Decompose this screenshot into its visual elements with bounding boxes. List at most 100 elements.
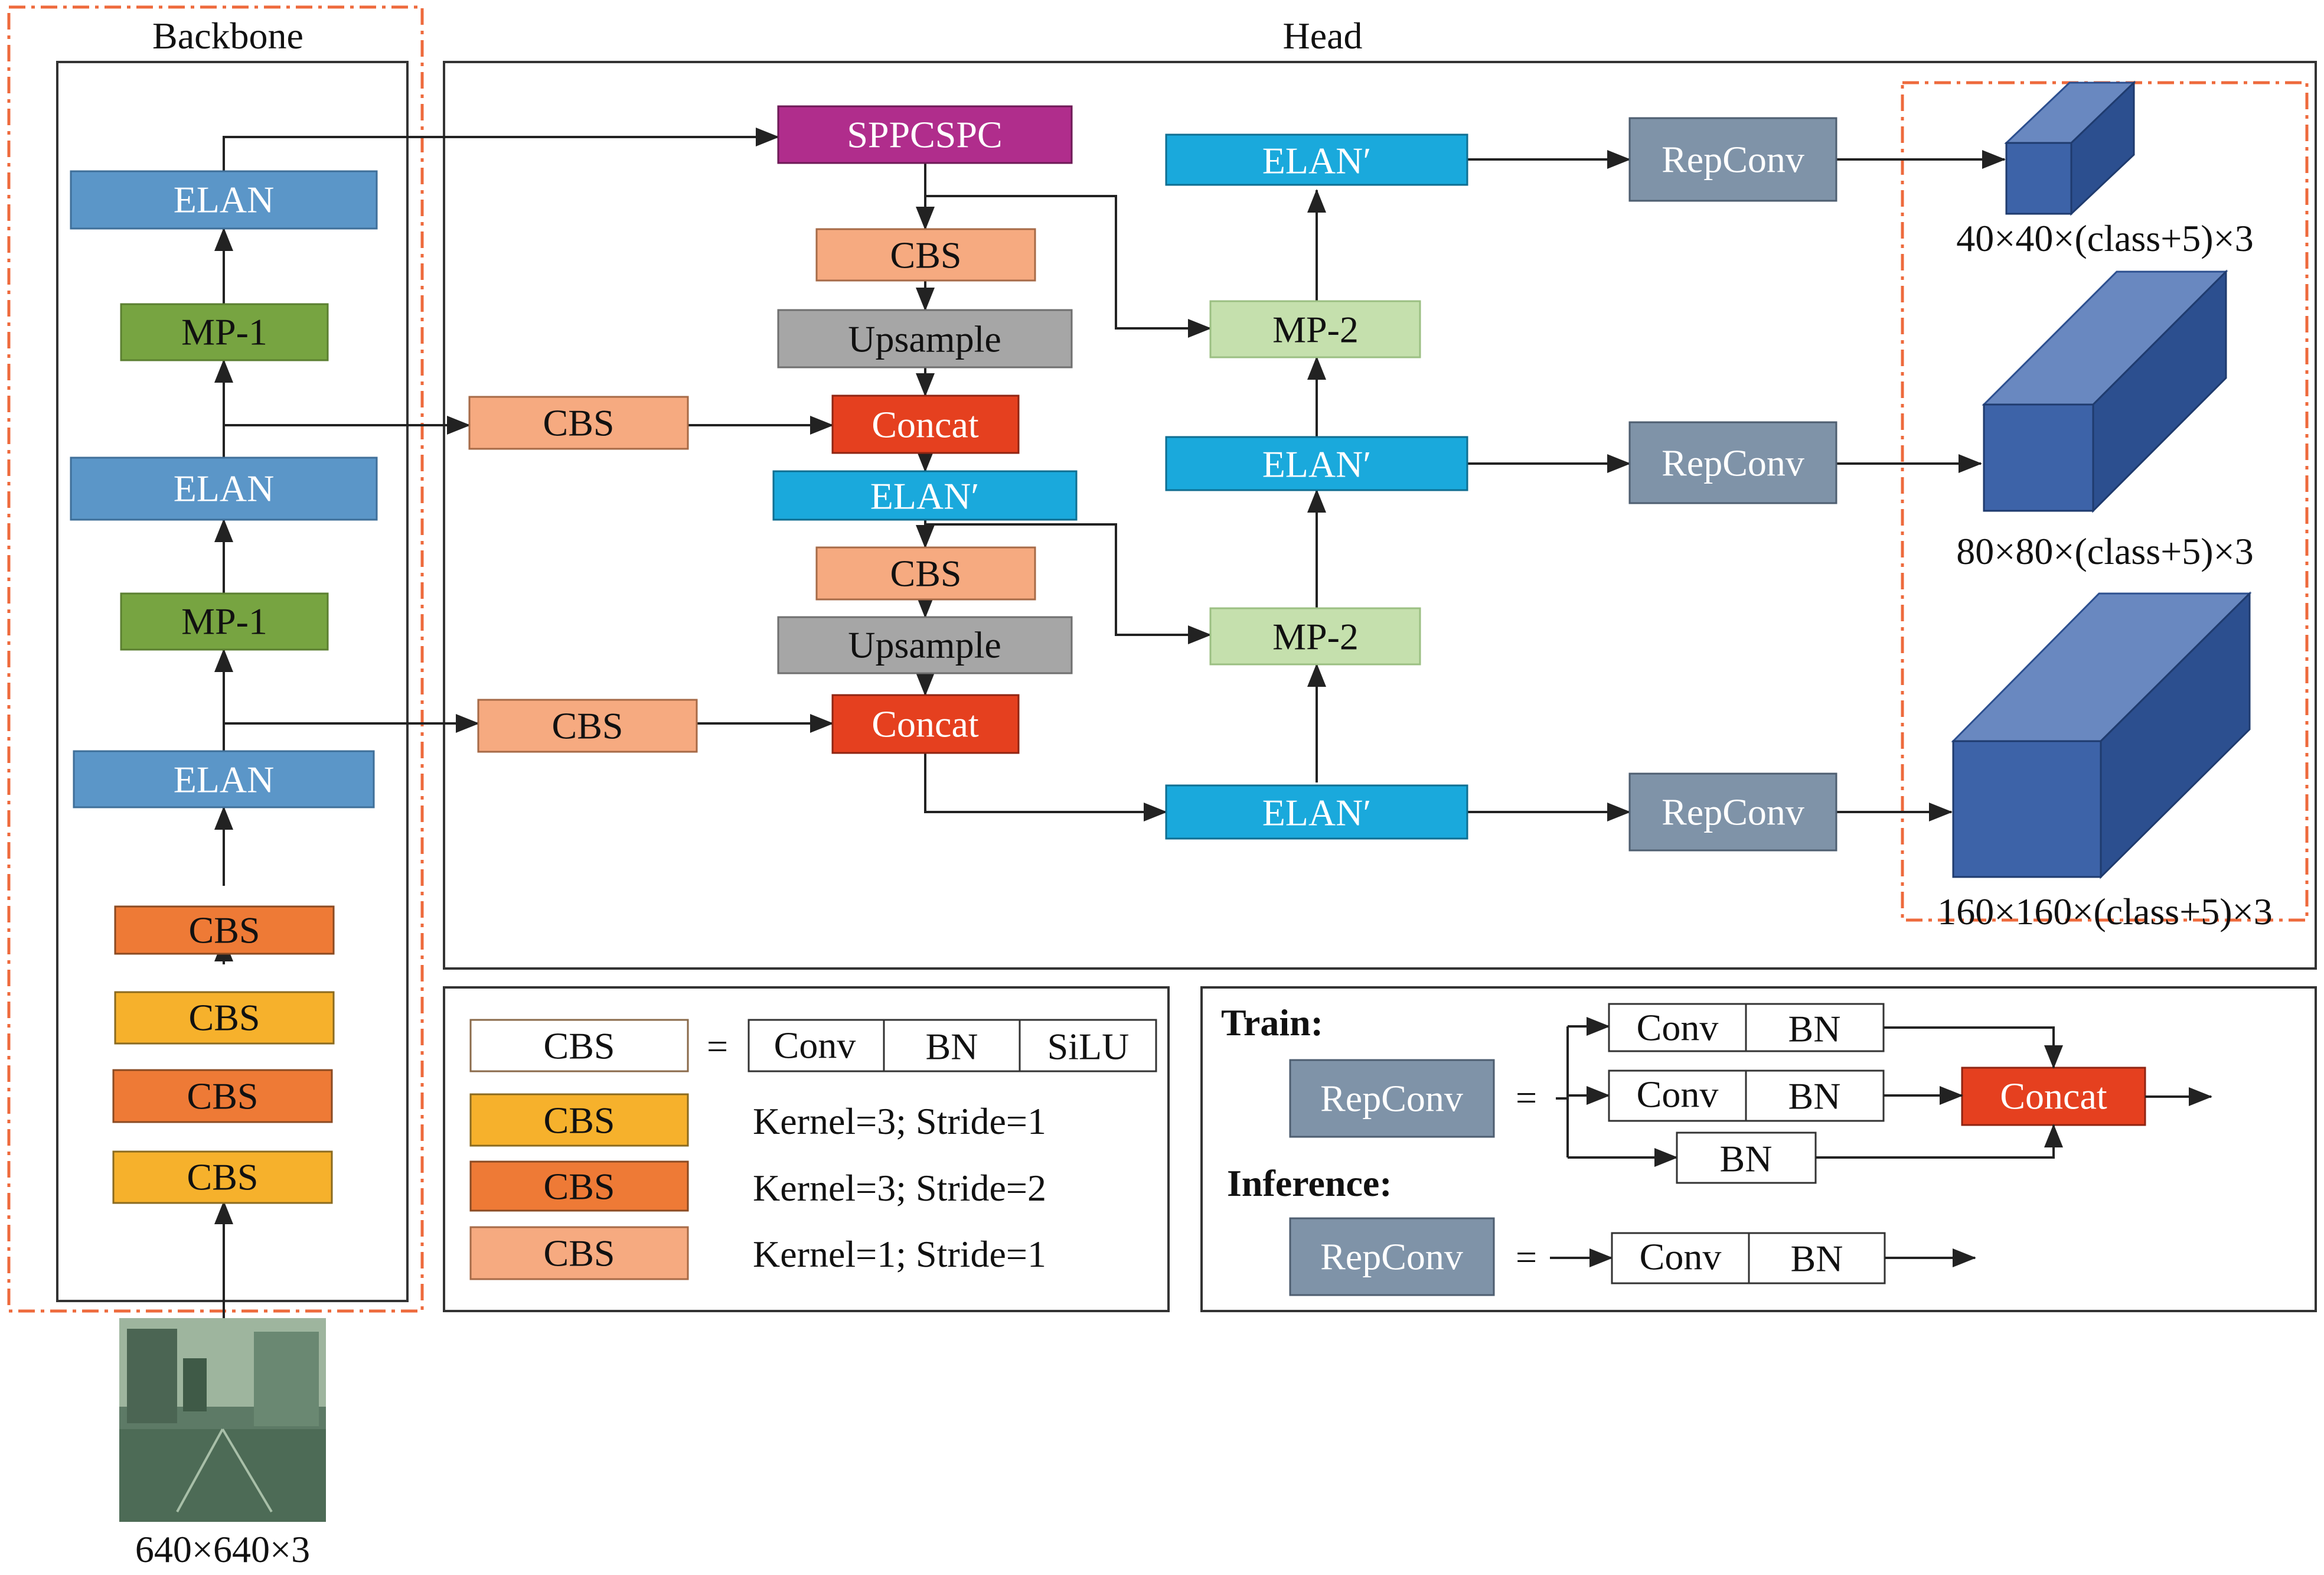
svg-text:CBS: CBS [544,1232,615,1274]
legend-train-equals: = [1516,1077,1537,1119]
head-cbs-side-2: CBS [477,699,698,753]
backbone-input-image [119,1318,326,1522]
legend-cbs-peach-desc: Kernel=1; Stride=1 [753,1233,1046,1275]
svg-text:MP-1: MP-1 [181,311,267,353]
backbone-cbs-1: CBS [114,905,335,955]
tap-elan-top-to-sppcspc [223,128,779,171]
legend-cbs-orange: CBS [469,1160,689,1212]
legend-cbs-composition: Conv BN SiLU [748,1019,1157,1072]
svg-text:CBS: CBS [544,1100,615,1142]
svg-text:ELAN′: ELAN′ [1262,444,1372,485]
svg-text:BN: BN [1788,1008,1841,1050]
legend-cbs-white: CBS [469,1019,689,1072]
svg-text:CBS: CBS [890,553,962,595]
svg-text:CBS: CBS [552,705,624,747]
legend-train-branch1: Conv BN [1608,1003,1885,1052]
backbone-elan-mid: ELAN [70,456,378,521]
legend-inference-label: Inference: [1227,1162,1392,1204]
backbone-cbs-2: CBS [114,991,335,1045]
legend-repconv-inference: RepConv [1289,1217,1495,1296]
head-repconv-bottom: RepConv [1628,772,1837,852]
svg-text:BN: BN [1720,1138,1773,1180]
output-cube-large [1951,591,2252,879]
legend-branch3-to-concat [1816,1124,2063,1159]
svg-text:Concat: Concat [2000,1075,2107,1117]
head-elan-prime-top: ELAN′ [1165,133,1468,186]
svg-text:CBS: CBS [543,402,615,444]
head-upsample-1: Upsample [777,309,1073,369]
head-title: Head [1282,15,1362,57]
edge-elan-prime-to-mp2-bottom [925,523,1212,644]
legend-train-branch3: BN [1676,1131,1817,1184]
legend-branch1-to-concat [1884,1026,2063,1069]
svg-text:Concat: Concat [872,703,979,745]
svg-text:CBS: CBS [544,1166,615,1208]
svg-text:MP-2: MP-2 [1272,616,1359,658]
head-repconv-mid: RepConv [1628,421,1837,504]
svg-text:MP-1: MP-1 [181,601,267,643]
backbone-input-label: 640×640×3 [135,1528,310,1570]
head-mp2-bottom: MP-2 [1209,607,1421,666]
backbone-cbs-3: CBS [112,1069,333,1123]
head-frame [443,61,2317,970]
svg-text:CBS: CBS [890,234,962,276]
svg-text:CBS: CBS [187,1156,259,1198]
svg-text:Upsample: Upsample [848,318,1001,360]
svg-text:RepConv: RepConv [1662,139,1804,181]
head-concat-2: Concat [831,694,1020,754]
svg-text:BN: BN [926,1026,978,1068]
output-cube-medium [1982,269,2228,513]
svg-text:BN: BN [1791,1238,1843,1280]
legend-train-branch2: Conv BN [1608,1069,1885,1122]
svg-text:ELAN′: ELAN′ [870,475,980,517]
legend-inference-equals: = [1516,1236,1537,1278]
head-repconv-top: RepConv [1628,117,1837,202]
backbone-cbs-4: CBS [112,1150,333,1204]
head-upsample-2: Upsample [777,616,1073,674]
svg-text:Conv: Conv [774,1025,856,1067]
svg-text:Concat: Concat [872,404,979,446]
edge-concat-to-elan-prime-bottom [924,753,1167,821]
svg-text:ELAN: ELAN [174,179,275,221]
backbone-elan-top: ELAN [70,170,378,230]
svg-text:MP-2: MP-2 [1272,309,1359,351]
head-mp2-top: MP-2 [1209,300,1421,358]
legend-cbs-peach: CBS [469,1226,689,1280]
legend-inference-conv-bn: Conv BN [1611,1232,1886,1284]
backbone-dashed-border [7,5,424,1313]
legend-train-label: Train: [1221,1002,1323,1044]
legend-cbs-yellow-desc: Kernel=3; Stride=1 [753,1100,1046,1142]
head-cbs-side-1: CBS [468,396,689,450]
svg-text:CBS: CBS [189,909,260,951]
head-cbs-after-spp: CBS [815,228,1036,282]
svg-text:BN: BN [1788,1075,1841,1117]
svg-text:Upsample: Upsample [848,624,1001,666]
svg-text:CBS: CBS [189,997,260,1039]
svg-text:RepConv: RepConv [1662,791,1804,833]
backbone-frame [56,61,409,1302]
head-elan-prime-center: ELAN′ [772,470,1078,521]
repconv-legend-frame [1200,986,2317,1312]
svg-text:RepConv: RepConv [1320,1078,1463,1120]
svg-text:ELAN′: ELAN′ [1262,792,1372,834]
svg-text:RepConv: RepConv [1662,442,1804,484]
svg-text:CBS: CBS [544,1025,615,1067]
svg-text:Conv: Conv [1637,1074,1719,1116]
head-elan-prime-mid: ELAN′ [1165,436,1468,491]
cbs-legend-frame [443,986,1170,1312]
svg-text:RepConv: RepConv [1320,1236,1463,1278]
svg-text:ELAN: ELAN [174,468,275,510]
svg-text:SiLU: SiLU [1047,1026,1130,1068]
backbone-mp1-bottom: MP-1 [120,592,329,651]
svg-text:Conv: Conv [1640,1236,1722,1278]
svg-text:SPPCSPC: SPPCSPC [847,114,1002,156]
head-sppcspc: SPPCSPC [777,105,1073,164]
svg-text:ELAN: ELAN [174,759,275,801]
legend-cbs-orange-desc: Kernel=3; Stride=2 [753,1167,1046,1209]
head-cbs-mid: CBS [815,546,1036,601]
head-elan-prime-bottom: ELAN′ [1165,784,1468,840]
output-cube-small [2004,80,2136,216]
backbone-elan-bottom: ELAN [73,750,375,808]
head-concat-1: Concat [831,394,1020,454]
